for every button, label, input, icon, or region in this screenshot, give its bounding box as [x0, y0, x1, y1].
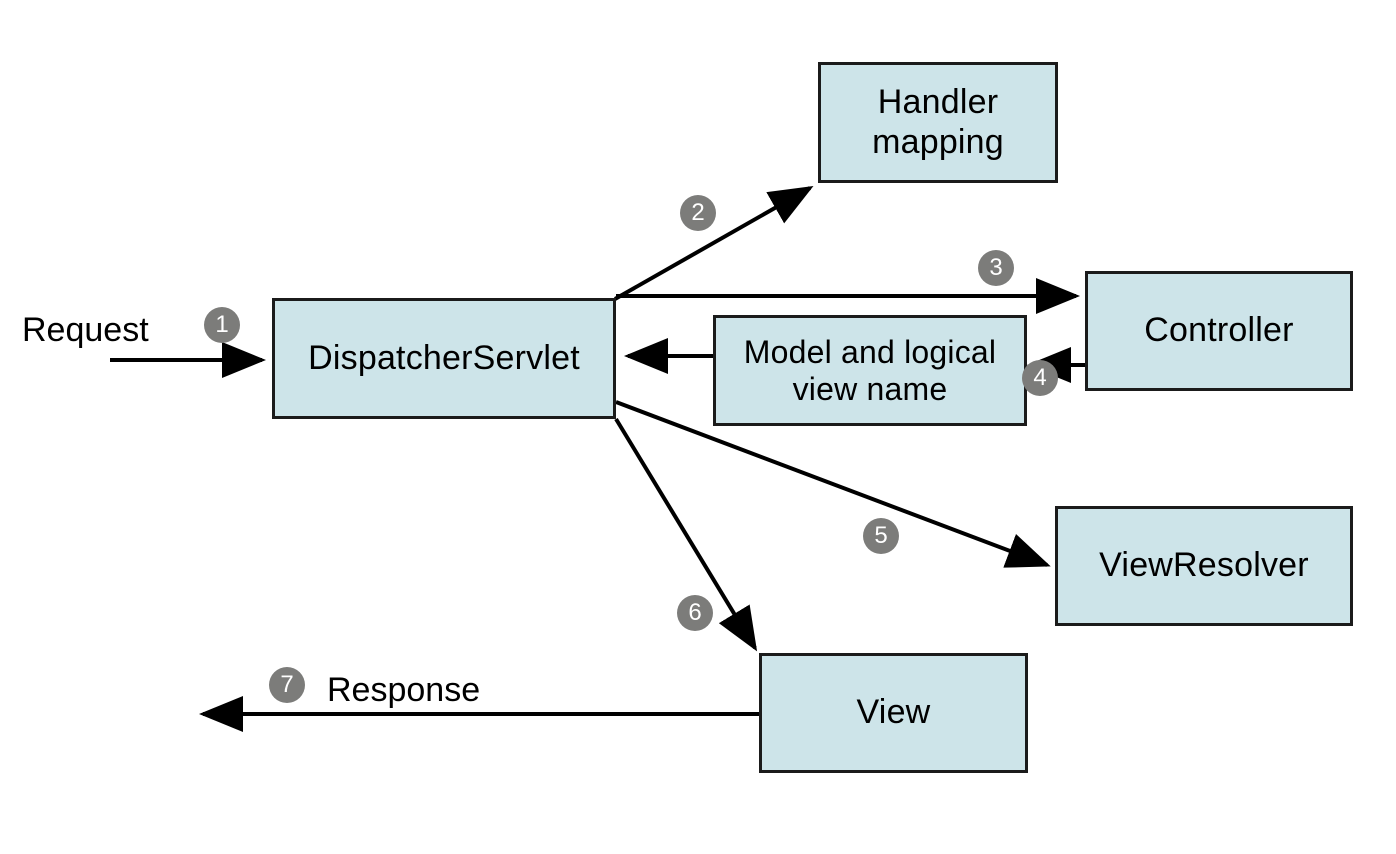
response-label: Response [327, 671, 481, 709]
node-view[interactable]: View [759, 653, 1028, 773]
node-handler-mapping[interactable]: Handler mapping [818, 62, 1058, 183]
step-badge-2: 2 [680, 195, 716, 231]
edge-dispatcher-to-view-resolver [615, 400, 1051, 568]
step-badge-1: 1 [204, 307, 240, 343]
node-dispatcher-servlet[interactable]: DispatcherServlet [272, 298, 616, 419]
node-controller[interactable]: Controller [1085, 271, 1353, 391]
request-label: Request [22, 311, 149, 349]
step-badge-4: 4 [1022, 360, 1058, 396]
step-badge-5: 5 [863, 518, 899, 554]
step-badge-7: 7 [269, 667, 305, 703]
step-badge-3: 3 [978, 250, 1014, 286]
node-view-resolver[interactable]: ViewResolver [1055, 506, 1353, 626]
step-badge-6: 6 [677, 595, 713, 631]
node-model-and-view-name[interactable]: Model and logical view name [713, 315, 1027, 426]
